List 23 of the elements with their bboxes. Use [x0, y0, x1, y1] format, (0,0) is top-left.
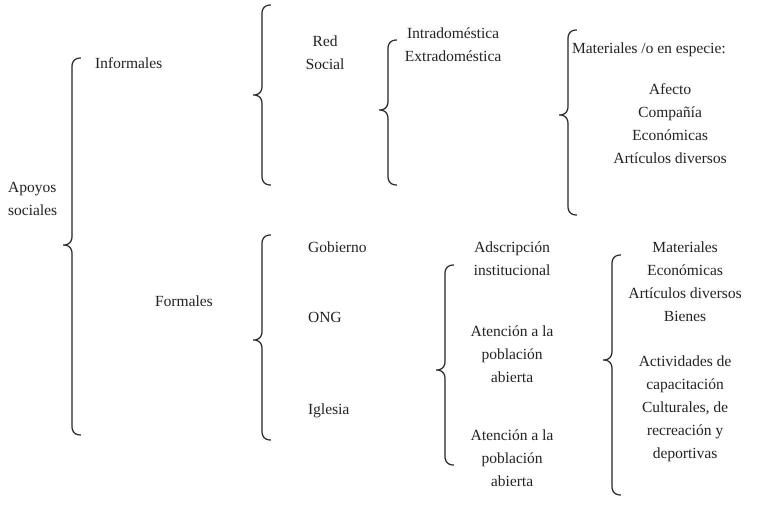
category-label: Atención a la población abierta	[470, 426, 554, 492]
category-label: Extradoméstica	[404, 47, 502, 67]
category-label: Adscripción institucional	[472, 238, 552, 281]
category-label: Económicas	[631, 126, 709, 146]
category-label: Compañía	[637, 103, 703, 123]
category-label: Gobierno	[308, 238, 368, 258]
category-label: Actividades de capacitación	[638, 352, 732, 395]
category-label: Red Social	[304, 32, 346, 75]
category-label: Artículos diversos	[612, 149, 728, 169]
category-label: Culturales, de recreación y deportivas	[640, 398, 730, 464]
category-label: ONG	[308, 308, 343, 328]
category-label: Afecto	[648, 80, 692, 100]
category-label: Económicas	[646, 261, 724, 281]
category-label: Intradoméstica	[406, 24, 500, 44]
category-label: Artículos diversos	[627, 284, 743, 304]
category-label: Formales	[155, 292, 214, 312]
category-label: Apoyos sociales	[8, 178, 58, 221]
category-label: Atención a la población abierta	[470, 322, 554, 388]
category-label: Materiales /o en especie:	[572, 39, 727, 59]
category-label: Bienes	[662, 307, 708, 327]
category-label: Informales	[95, 54, 164, 74]
category-label: Iglesia	[308, 400, 350, 420]
category-label: Materiales	[651, 238, 719, 258]
